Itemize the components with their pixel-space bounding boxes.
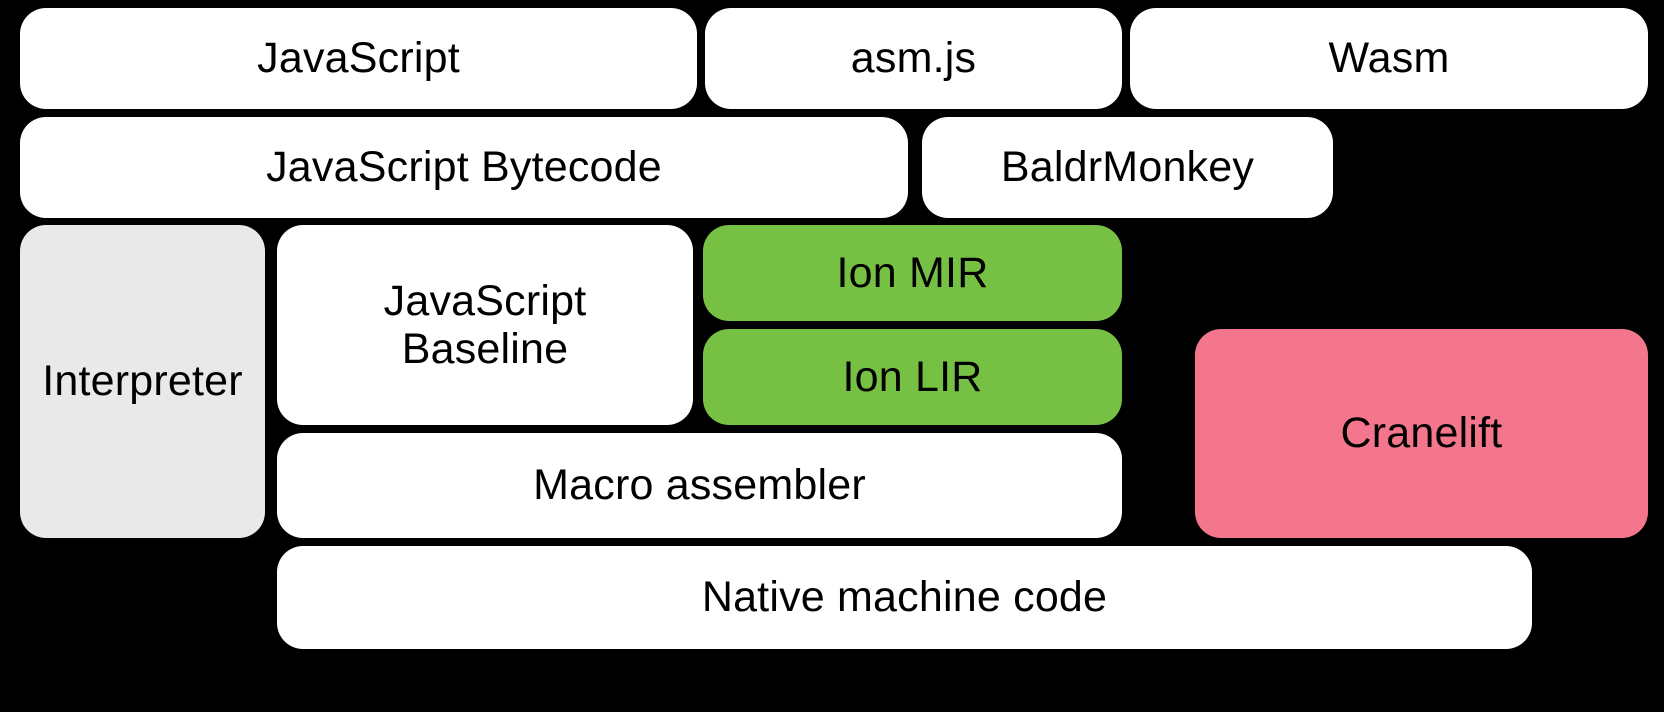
node-baldrmonkey: BaldrMonkey bbox=[922, 117, 1333, 218]
node-wasm: Wasm bbox=[1130, 8, 1648, 109]
node-ion-lir: Ion LIR bbox=[703, 329, 1122, 425]
node-interpreter: Interpreter bbox=[20, 225, 265, 538]
node-javascript-bytecode: JavaScript Bytecode bbox=[20, 117, 908, 218]
node-javascript-baseline: JavaScript Baseline bbox=[277, 225, 693, 425]
node-macro-assembler: Macro assembler bbox=[277, 433, 1122, 538]
node-javascript: JavaScript bbox=[20, 8, 697, 109]
node-native-machine-code: Native machine code bbox=[277, 546, 1532, 649]
node-ion-mir: Ion MIR bbox=[703, 225, 1122, 321]
node-asm-js: asm.js bbox=[705, 8, 1122, 109]
node-cranelift: Cranelift bbox=[1195, 329, 1648, 538]
